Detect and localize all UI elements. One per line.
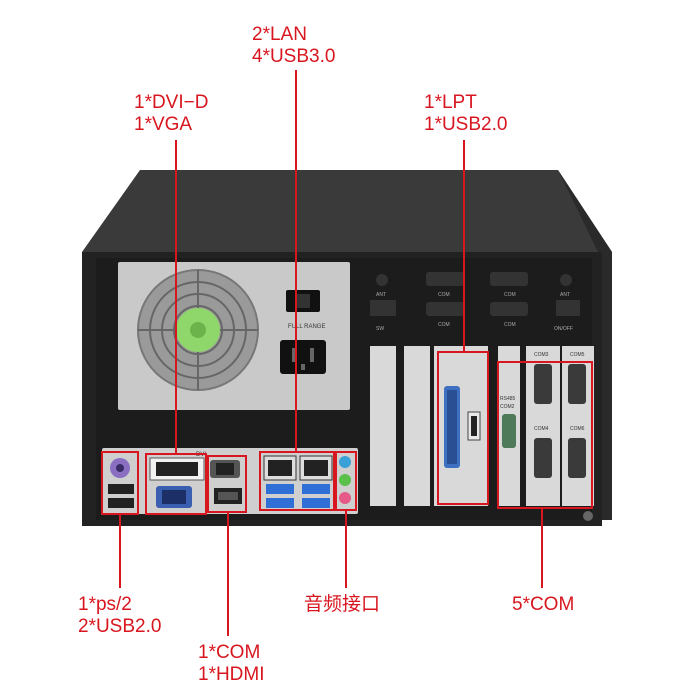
audio-jack-icon[interactable] — [339, 456, 351, 504]
ant-left-text: ANT — [376, 292, 386, 298]
dvi-port-icon[interactable] — [149, 457, 205, 481]
callout-lan-line2: 4*USB3.0 — [252, 46, 336, 67]
callout-ps2-line1: 1*ps/2 — [78, 594, 132, 615]
callout-lan-usb3: 2*LAN 4*USB3.0 — [252, 24, 335, 68]
com-top1-text: COM — [438, 292, 450, 298]
callout-com-line2: 1*HDMI — [198, 664, 265, 685]
com6-text: COM6 — [570, 426, 585, 432]
usb-port-icon[interactable] — [467, 411, 481, 441]
usb-port-icon[interactable] — [108, 484, 134, 508]
chassis-top-face — [82, 170, 612, 252]
callout-lpt-usb2: 1*LPT 1*USB2.0 — [424, 92, 507, 136]
top-brackets: ANT COM COM ANT SW COM COM ON/OFF — [370, 272, 580, 332]
callout-lpt-line1: 1*LPT — [424, 92, 477, 113]
callout-audio-line1: 音频接口 — [304, 594, 381, 615]
com-mid2-text: COM — [504, 322, 516, 328]
callout-dvi-vga: 1*DVI−D 1*VGA — [134, 92, 208, 136]
com-mid1-text: COM — [438, 322, 450, 328]
serial-port-icon[interactable] — [502, 364, 586, 478]
usb-port-icon[interactable] — [266, 484, 330, 508]
callout-5com-line1: 5*COM — [512, 594, 575, 615]
full-range-text: FULL RANGE — [288, 324, 325, 330]
callout-dvi-line2: 1*VGA — [134, 114, 193, 135]
rs485-text: RS485 — [500, 396, 516, 402]
callout-lpt-line2: 1*USB2.0 — [424, 114, 508, 135]
sw-text: SW — [376, 326, 384, 332]
callout-dvi-line1: 1*DVI−D — [134, 92, 209, 113]
com5-text: COM5 — [570, 352, 585, 358]
com4-text: COM4 — [534, 426, 549, 432]
ant-right-text: ANT — [560, 292, 570, 298]
parallel-port-icon[interactable] — [444, 386, 460, 468]
vga-port-icon[interactable] — [156, 486, 192, 508]
lan-port-icon[interactable] — [263, 455, 333, 481]
hdmi-port-icon[interactable] — [214, 488, 242, 504]
leader-lines — [119, 70, 543, 636]
serial-port-icon[interactable] — [210, 460, 240, 478]
com2-text: COM2 — [500, 404, 515, 410]
callout-lan-line1: 2*LAN — [252, 24, 307, 45]
ps2-port-icon[interactable] — [110, 458, 130, 478]
power-socket-icon[interactable] — [280, 340, 326, 374]
callout-ps2-line2: 2*USB2.0 — [78, 616, 162, 637]
fan-icon — [137, 269, 259, 391]
slot-covers — [370, 346, 430, 506]
callout-audio: 音频接口 — [304, 594, 380, 616]
callout-com-line1: 1*COM — [198, 642, 261, 663]
callout-5com: 5*COM — [512, 594, 574, 616]
onoff-text: ON/OFF — [554, 326, 573, 332]
callout-com-hdmi: 1*COM 1*HDMI — [198, 642, 265, 686]
com3-text: COM3 — [534, 352, 549, 358]
com-top2-text: COM — [504, 292, 516, 298]
callout-ps2-usb2: 1*ps/2 2*USB2.0 — [78, 594, 161, 638]
